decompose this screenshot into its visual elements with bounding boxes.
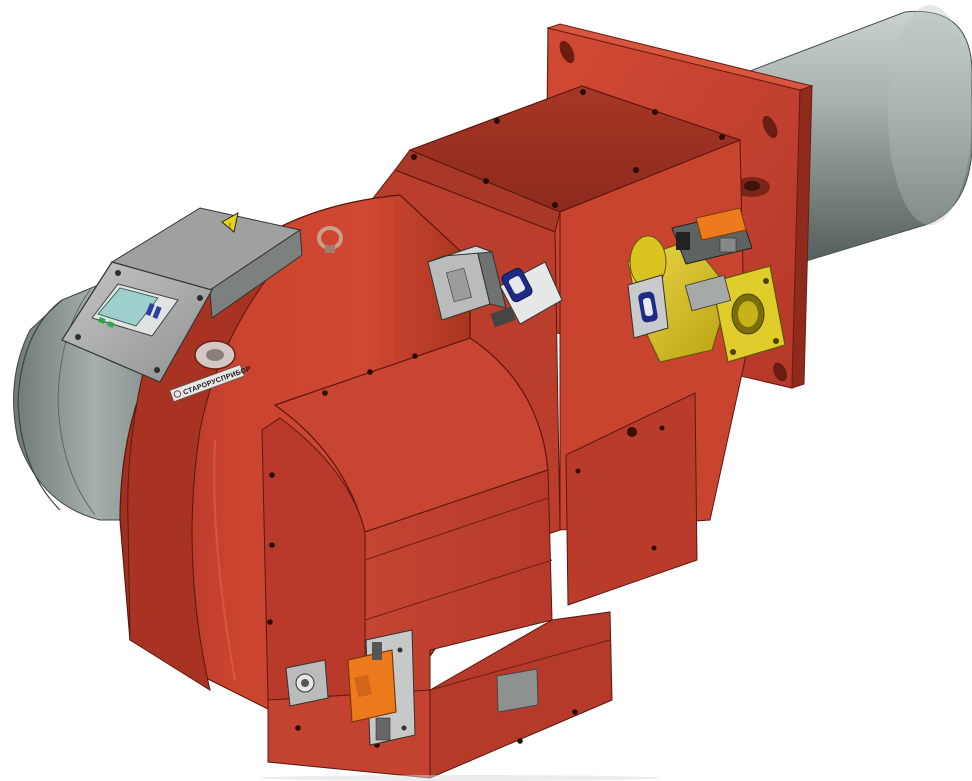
- air-damper-actuator: [347, 629, 416, 746]
- control-panel: [61, 207, 303, 383]
- sight-glass: [194, 340, 236, 370]
- damper-linkage: [285, 659, 329, 707]
- pressure-switch: [427, 245, 507, 321]
- lifting-eye-icon: [317, 226, 343, 253]
- gas-valve-assembly: [627, 207, 786, 363]
- ground-shadow: [260, 775, 660, 781]
- side-access-door: [565, 392, 698, 606]
- warning-triangle-icon: !: [221, 212, 239, 233]
- svg-text:!: !: [229, 223, 231, 230]
- gas-pressure-switch: [490, 261, 563, 328]
